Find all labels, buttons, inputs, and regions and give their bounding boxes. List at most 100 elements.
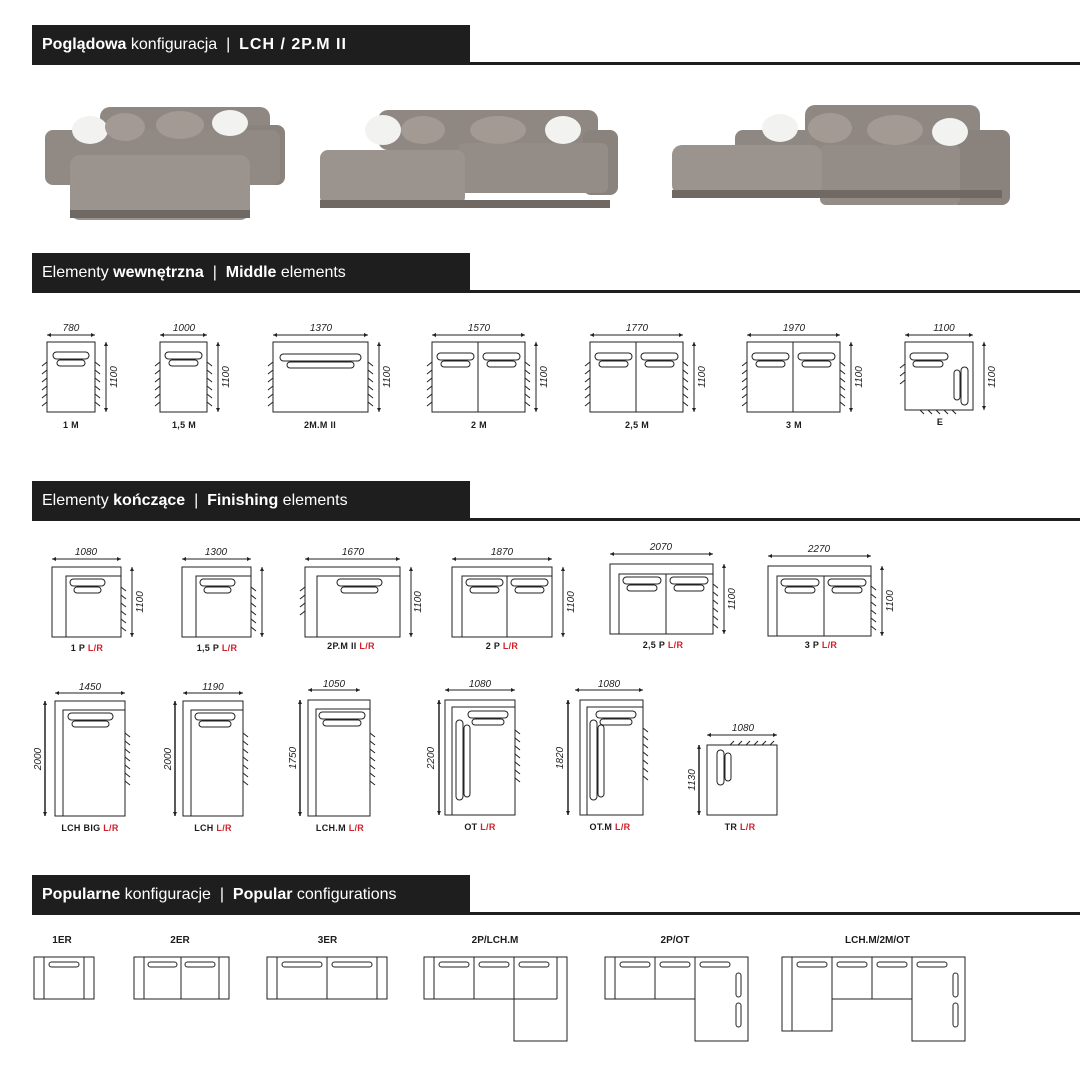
header-title: Poglądowa konfiguracja | LCH / 2P.M II [42, 25, 347, 65]
height-dim: 1100 [413, 591, 424, 613]
header-bold: Poglądowa [42, 36, 127, 53]
section-header-finishing: Elementy kończące | Finishing elements [0, 481, 1080, 521]
config-label: 1ER [52, 935, 72, 946]
height-dim: 1100 [221, 366, 232, 388]
height-dim: 1100 [727, 588, 738, 610]
width-dim: 1080 [75, 547, 98, 558]
header-normal: Elementy [42, 264, 114, 281]
config-2p-ot [603, 955, 753, 1045]
element-code: 3 M [786, 420, 802, 430]
header-rule [470, 62, 1080, 65]
header-model: LCH / 2P.M II [239, 36, 347, 53]
element-code: LCH L/R [194, 823, 232, 833]
finishing-element-2-5p: 2070 1100 2,5 P L/R [603, 540, 743, 650]
header-bold: Popularne [42, 886, 121, 903]
header-title: Elementy wewnętrzna | Middle elements [42, 253, 346, 293]
element-code: E [936, 417, 944, 427]
sofa-render-1 [40, 95, 290, 225]
height-dim: 1100 [885, 590, 896, 612]
header-band [32, 875, 470, 915]
header-sep: | [217, 36, 240, 53]
height-dim: 1100 [566, 591, 577, 613]
element-code: 2,5 P L/R [642, 640, 684, 650]
element-code: LCH.M L/R [315, 823, 365, 833]
element-code: TR L/R [724, 822, 756, 832]
header-band [32, 253, 470, 293]
header-sep: | [185, 492, 208, 509]
config-label: 2ER [170, 935, 190, 946]
middle-element-2m: 1570 1100 2 M [425, 322, 555, 430]
header-normal: Elementy [42, 492, 114, 509]
middle-element-1m: 780 1100 1 M [40, 322, 120, 430]
height-dim: 1100 [109, 366, 120, 388]
header-rule [470, 290, 1080, 293]
header-band [32, 25, 470, 65]
finishing-element-lch: 1190 2000 LCH L/R [158, 682, 268, 833]
height-dim: 1100 [854, 366, 865, 388]
height-dim: 1100 [697, 366, 708, 388]
finishing-element-1-5p: 1300 1,5 P L/R [175, 545, 285, 653]
header-normal-en: configurations [292, 886, 397, 903]
config-3er [265, 955, 390, 1000]
element-code: 2 M [471, 420, 487, 430]
height-dim: 1820 [555, 746, 566, 769]
height-dim: 1750 [288, 746, 299, 769]
width-dim: 1770 [626, 323, 649, 334]
finishing-element-1p: 1080 1100 1 P L/R [45, 545, 155, 653]
element-code: 2 P L/R [485, 641, 519, 651]
width-dim: 1970 [783, 323, 806, 334]
element-code: OT.M L/R [589, 822, 631, 832]
element-code: 2,5 M [624, 420, 649, 430]
height-dim: 1130 [687, 769, 698, 791]
finishing-element-lch-m: 1050 1750 LCH.M L/R [285, 678, 395, 833]
height-dim: 2000 [163, 747, 174, 771]
element-code: 2M.M II [303, 420, 337, 430]
header-normal: konfiguracja [126, 36, 218, 53]
height-dim: 2000 [33, 747, 44, 771]
finishing-element-3p: 2270 1100 3 P L/R [761, 542, 901, 650]
element-code: 2P.M II L/R [327, 641, 375, 651]
width-dim: 1080 [469, 679, 492, 690]
width-dim: 1100 [933, 323, 955, 334]
header-normal: konfiguracje [120, 886, 211, 903]
sofa-render-2 [318, 105, 618, 215]
element-code: OT L/R [464, 822, 496, 832]
middle-element-e: 1100 1100 E [898, 322, 1008, 427]
header-bold-en: Middle [225, 264, 277, 281]
config-label: 2P/LCH.M [471, 935, 519, 946]
width-dim: 1870 [491, 547, 514, 558]
header-normal-en: elements [276, 264, 346, 281]
finishing-element-lch-big: 1450 2000 LCH BIG L/R [30, 682, 140, 833]
width-dim: 2270 [807, 544, 831, 555]
width-dim: 780 [63, 323, 80, 334]
width-dim: 1670 [342, 547, 365, 558]
section-header-middle: Elementy wewnętrzna | Middle elements [0, 253, 1080, 293]
width-dim: 1450 [79, 682, 102, 693]
element-code: LCH BIG L/R [61, 823, 119, 833]
element-code: 1,5 P L/R [196, 643, 238, 653]
finishing-element-tr: 1080 1130 TR L/R [685, 720, 785, 832]
width-dim: 1190 [202, 682, 224, 693]
width-dim: 1300 [205, 547, 228, 558]
element-code: 3 P L/R [804, 640, 838, 650]
finishing-element-2p-m-ii: 1670 1100 2P.M II L/R [293, 545, 424, 651]
header-title: Popularne konfiguracje | Popular configu… [42, 875, 397, 915]
header-title: Elementy kończące | Finishing elements [42, 481, 348, 521]
section-header-popular: Popularne konfiguracje | Popular configu… [0, 875, 1080, 915]
element-code: 1 M [63, 420, 79, 430]
header-bold-en: Popular [232, 886, 293, 903]
config-label: 3ER [317, 935, 338, 946]
middle-element-1-5m: 1000 1100 1,5 M [150, 322, 232, 430]
height-dim: 1100 [987, 366, 998, 388]
width-dim: 1080 [598, 679, 621, 690]
header-normal-en: elements [278, 492, 348, 509]
middle-element-3m: 1970 1100 3 M [740, 322, 870, 430]
width-dim: 1570 [468, 323, 491, 334]
finishing-element-2p: 1870 1100 2 P L/R [445, 545, 585, 651]
width-dim: 1370 [310, 323, 333, 334]
config-1er [32, 955, 97, 1000]
middle-element-2-5m: 1770 1100 2,5 M [583, 322, 713, 430]
config-lch-m-2m-ot [780, 955, 970, 1045]
header-sep: | [210, 886, 233, 903]
sofa-render-3 [670, 100, 1015, 220]
